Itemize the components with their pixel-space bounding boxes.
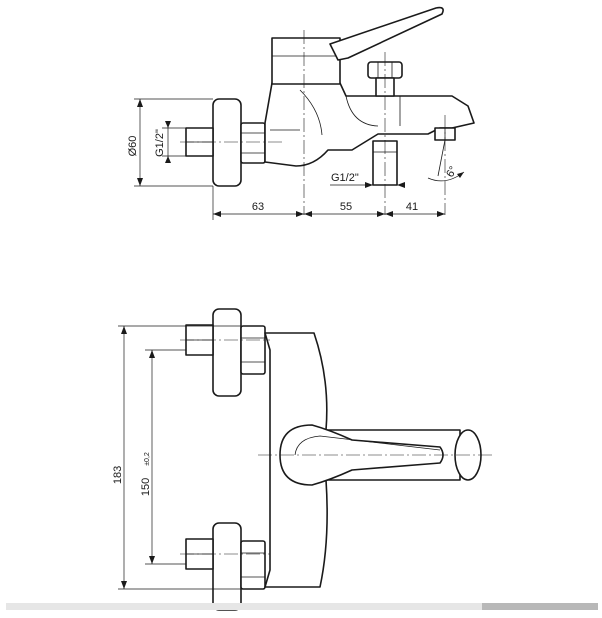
top-view: 183 150 ±0,2 <box>112 308 492 611</box>
width-41-label: 41 <box>406 201 418 213</box>
upper-hex-nut <box>240 325 266 375</box>
footer-accent <box>482 603 598 610</box>
overall-height-label: 183 <box>112 466 124 484</box>
cartridge-cap <box>271 37 341 85</box>
upper-flange <box>212 308 242 397</box>
width-63-label: 63 <box>252 201 264 213</box>
flange-diameter-label: Ø60 <box>127 136 139 157</box>
spout-angle-label: 6° <box>444 164 460 179</box>
center-distance-label: 150 <box>140 478 152 496</box>
inlet-thread-label: G1/2" <box>154 129 166 157</box>
hex-nut <box>240 122 266 164</box>
lower-hex-nut <box>240 540 266 590</box>
lever-handle <box>329 6 444 61</box>
lower-flange <box>212 522 242 611</box>
center-tolerance-label: ±0,2 <box>144 452 151 466</box>
side-view: Ø60 G1/2" G1/2" 63 55 41 6° <box>127 6 475 220</box>
wall-flange <box>212 98 242 187</box>
width-55-label: 55 <box>340 201 352 213</box>
footer-bar <box>6 603 598 610</box>
outlet-thread-label: G1/2" <box>331 172 359 184</box>
